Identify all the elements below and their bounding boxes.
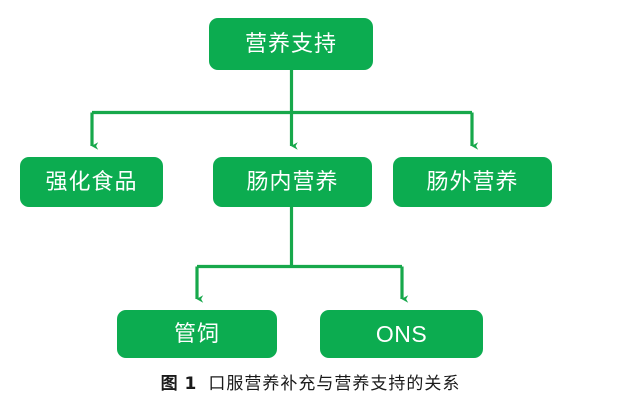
figure-caption: 图 1 口服营养补充与营养支持的关系	[0, 369, 621, 394]
node-enteral-nutrition[interactable]: 肠内营养	[213, 157, 372, 207]
edge-enteral-bus	[197, 207, 402, 269]
edge-drops-level3	[195, 266, 409, 303]
figure-caption-number: 图 1	[160, 374, 197, 394]
edge-root-bus	[92, 70, 472, 115]
node-label: ONS	[375, 320, 428, 347]
node-label: 管饲	[173, 321, 220, 346]
node-nutritional-support[interactable]: 营养支持	[209, 18, 373, 70]
node-label: 肠内营养	[246, 169, 339, 194]
edge-drops-level2	[90, 112, 479, 150]
node-ons[interactable]: ONS	[320, 310, 483, 358]
node-tube-feeding[interactable]: 管饲	[117, 310, 277, 358]
figure-caption-text: 口服营养补充与营养支持的关系	[208, 374, 461, 394]
node-label: 强化食品	[45, 169, 138, 194]
node-parenteral-nutrition[interactable]: 肠外营养	[393, 157, 552, 207]
node-fortified-food[interactable]: 强化食品	[20, 157, 163, 207]
node-label: 营养支持	[244, 31, 337, 56]
node-label: 肠外营养	[426, 169, 519, 194]
